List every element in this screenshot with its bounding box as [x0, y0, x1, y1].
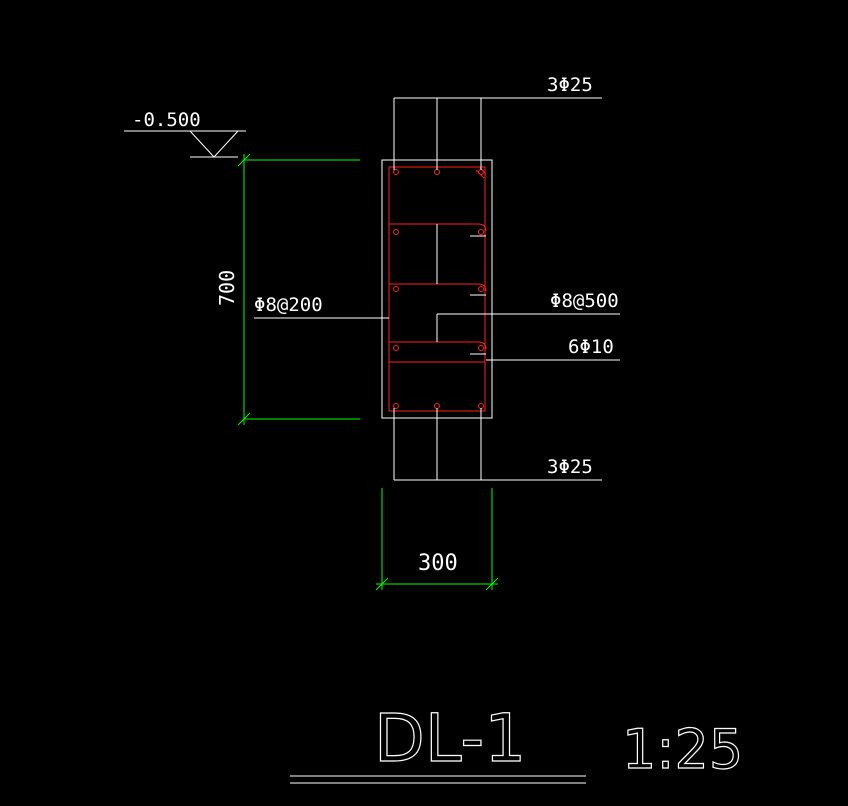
elevation-label: -0.500 — [132, 109, 201, 131]
height-dimension-label: 700 — [215, 270, 239, 306]
tie-2 — [389, 283, 487, 292]
width-dimension: 300 — [375, 488, 499, 591]
leader-lines — [254, 97, 620, 481]
width-dimension-label: 300 — [418, 551, 458, 576]
height-dimension: 700 — [215, 153, 360, 426]
side-rebar-label: 6Φ10 — [568, 336, 614, 358]
outer-stirrup — [388, 166, 486, 412]
drawing-scale: 1:25 — [622, 718, 743, 781]
rebar-dots — [393, 169, 484, 409]
bottom-rebar-label: 3Φ25 — [547, 456, 593, 478]
rebar-cage — [388, 166, 487, 412]
tie-1 — [389, 223, 487, 232]
stirrup-label: Φ8@200 — [254, 294, 323, 316]
tie-label: Φ8@500 — [550, 290, 619, 312]
drawing-title: DL-1 — [374, 700, 526, 777]
top-rebar-label: 3Φ25 — [547, 74, 593, 96]
elevation-marker: -0.500 — [124, 109, 246, 158]
title-block: DL-1 1:25 — [290, 699, 744, 784]
tie-3 — [389, 341, 487, 350]
